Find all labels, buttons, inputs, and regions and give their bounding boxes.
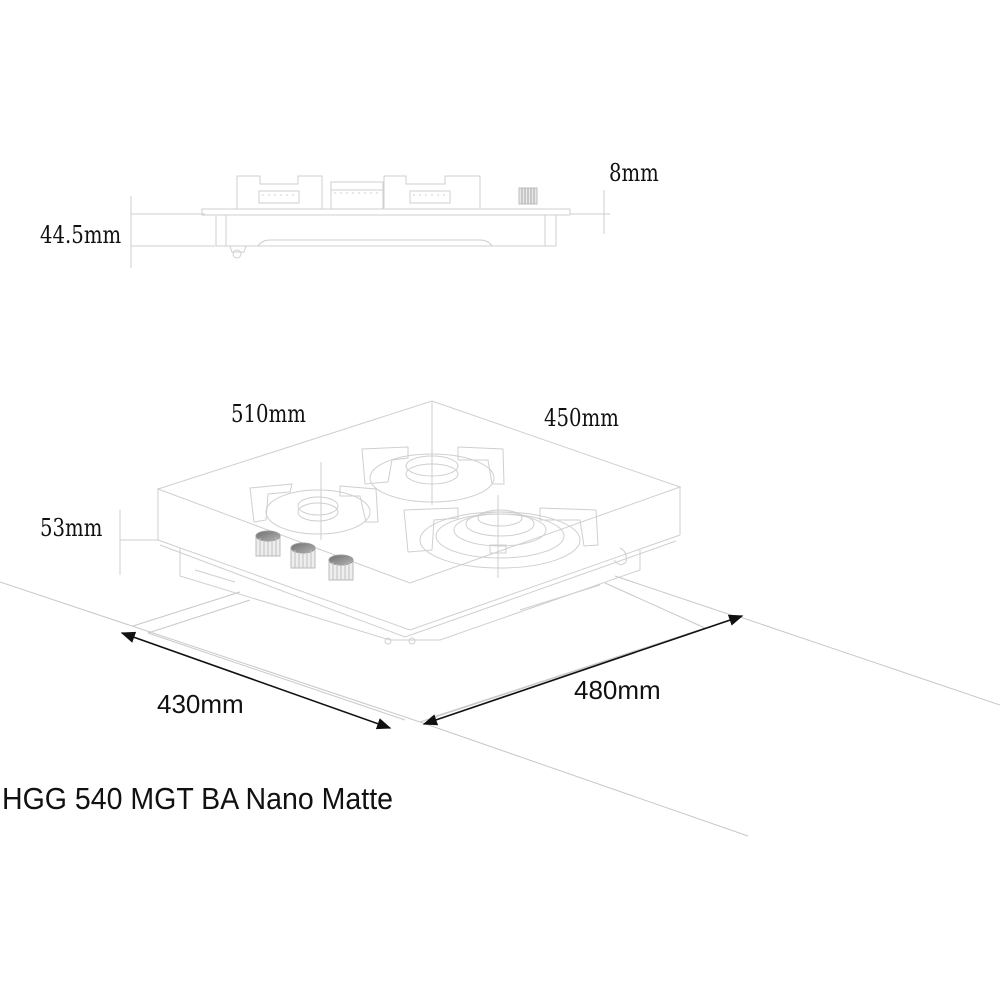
burner-small bbox=[249, 462, 379, 540]
burner-medium bbox=[361, 440, 505, 505]
dimension-label-total-height: 44.5mm bbox=[40, 221, 122, 249]
dimension-arrow-430 bbox=[120, 631, 392, 730]
dimension-label-glass-thickness: 8mm bbox=[609, 159, 659, 187]
knob-1 bbox=[255, 530, 281, 557]
dimension-label-depth: 450mm bbox=[544, 404, 619, 432]
burner-large bbox=[403, 495, 599, 578]
dimension-label-cutout-depth: 430mm bbox=[157, 689, 244, 719]
dimension-label-width: 510mm bbox=[231, 400, 306, 428]
dimension-arrow-480 bbox=[422, 614, 744, 726]
isometric-view bbox=[119, 400, 682, 645]
control-knobs bbox=[255, 530, 354, 581]
knob-3 bbox=[328, 554, 354, 581]
dimension-label-height: 53mm bbox=[40, 514, 103, 542]
side-view bbox=[130, 175, 610, 268]
counter-edge-right bbox=[739, 616, 1000, 706]
counter-edge-front bbox=[419, 721, 749, 837]
product-model-title: HGG 540 MGT BA Nano Matte bbox=[2, 781, 393, 816]
knob-2 bbox=[290, 542, 316, 569]
dimension-label-cutout-width: 480mm bbox=[574, 675, 661, 705]
